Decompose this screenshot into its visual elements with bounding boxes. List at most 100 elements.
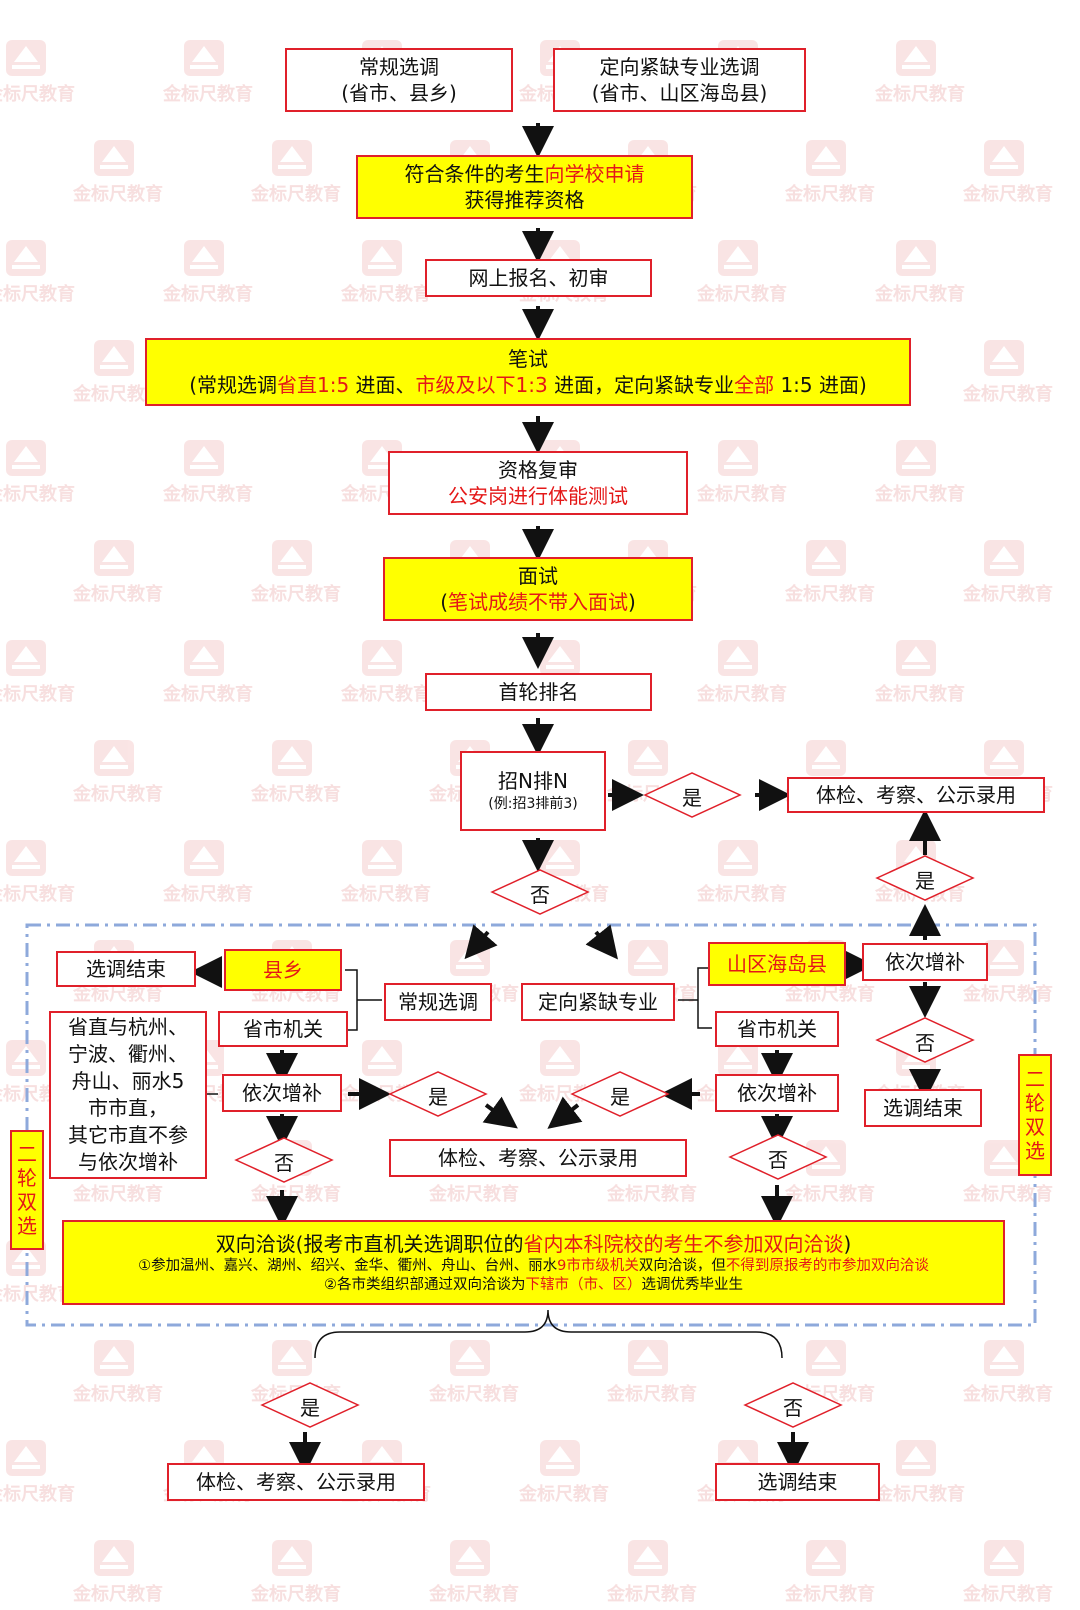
hire-box-bottom: 体检、考察、公示录用 xyxy=(167,1463,425,1501)
second-round-label-right: 二轮双选 xyxy=(1018,1054,1052,1176)
regular-selection-title: 常规选调 xyxy=(359,55,439,79)
interview-paren-open: ( xyxy=(440,590,448,614)
prov-city-box-left: 省市机关 xyxy=(218,1011,348,1047)
no-label-mid-right: 否 xyxy=(768,1148,788,1172)
prov-city-label-left: 省市机关 xyxy=(243,1017,323,1041)
online-registration-label: 网上报名、初审 xyxy=(468,266,609,290)
note-line-6: 与依次增补 xyxy=(78,1150,178,1174)
first-ranking-label: 首轮排名 xyxy=(498,680,579,704)
mountain-island-box: 山区海岛县 xyxy=(708,942,846,986)
yes-label-mid-left: 是 xyxy=(428,1085,448,1109)
interview-box: 面试 (笔试成绩不带入面试) xyxy=(383,557,693,621)
end-box-left: 选调结束 xyxy=(56,951,196,987)
written-text-5: 进面) xyxy=(812,373,867,397)
written-exam-title: 笔试 xyxy=(508,347,548,371)
end-box-bottom: 选调结束 xyxy=(715,1463,880,1501)
yes-label-bottom: 是 xyxy=(300,1396,320,1420)
review-fitness-test: 公安岗进行体能测试 xyxy=(448,484,628,508)
supplement-label-right-top: 依次增补 xyxy=(885,950,965,974)
written-red-2: 市级及以下1:3 xyxy=(415,373,548,397)
supplement-box-right-top: 依次增补 xyxy=(862,943,988,981)
note-line-1: 省直与杭州、 xyxy=(68,1015,188,1039)
prov-city-label-right: 省市机关 xyxy=(737,1017,817,1041)
qualification-review-box: 资格复审 公安岗进行体能测试 xyxy=(388,451,688,515)
written-exam-box: 笔试 (常规选调省直1:5 进面、市级及以下1:3 进面，定向紧缺专业全部 1:… xyxy=(145,338,911,406)
no-label-bottom: 否 xyxy=(783,1396,803,1420)
negotiation-exclusion: 省内本科院校的考生不参加双向洽谈 xyxy=(523,1231,844,1256)
note-box: 省直与杭州、 宁波、衢州、 舟山、丽水5 市市直， 其它市直不参 与依次增补 xyxy=(49,1011,207,1179)
recruit-rank-title: 招N排N xyxy=(498,769,568,793)
hire-box-top: 体检、考察、公示录用 xyxy=(787,777,1045,813)
negotiation-rule-1: ①参加温州、嘉兴、湖州、绍兴、金华、衢州、舟山、台州、丽水 xyxy=(138,1257,558,1274)
note-line-5: 其它市直不参 xyxy=(68,1123,188,1147)
supplement-box-right: 依次增补 xyxy=(715,1074,839,1112)
second-round-region xyxy=(25,923,1037,1327)
review-title: 资格复审 xyxy=(498,458,578,482)
apply-highlight: 向学校申请 xyxy=(544,162,645,186)
recruit-rank-example: (例:招3排前3) xyxy=(488,796,578,812)
main-arrows xyxy=(190,123,941,1474)
hire-label-bottom: 体检、考察、公示录用 xyxy=(196,1470,396,1494)
negotiation-rule-2b: 选调优秀毕业生 xyxy=(641,1276,744,1293)
note-line-4: 市市直， xyxy=(88,1096,168,1120)
targeted-selection-scope: (省市、山区海岛县) xyxy=(591,81,768,105)
negotiation-rule-1-red: 9市市级机关 xyxy=(557,1257,639,1274)
no-label-right: 否 xyxy=(915,1031,935,1055)
targeted-selection-box: 定向紧缺专业选调 (省市、山区海岛县) xyxy=(553,48,806,112)
negotiation-title: 双向洽谈(报考市直机关选调职位的 xyxy=(215,1231,524,1256)
interview-note: 笔试成绩不带入面试 xyxy=(448,590,628,614)
supplement-label-left: 依次增补 xyxy=(242,1081,322,1105)
negotiation-rule-1-red-2: 不得到原报考的市参加双向洽谈 xyxy=(725,1257,929,1274)
yes-label-mid-right: 是 xyxy=(610,1085,630,1109)
online-registration-box: 网上报名、初审 xyxy=(425,259,652,297)
second-round-text-right: 二轮双选 xyxy=(1025,1067,1045,1163)
note-line-3: 舟山、丽水5 xyxy=(71,1069,185,1093)
recruit-rank-box: 招N排N (例:招3排前3) xyxy=(460,751,606,831)
end-label-left: 选调结束 xyxy=(86,957,166,981)
targeted-short-box: 定向紧缺专业 xyxy=(521,983,675,1021)
supplement-box-left: 依次增补 xyxy=(222,1074,342,1112)
written-red-3: 全部 xyxy=(734,373,775,397)
negotiation-rule-2: ②各市类组织部通过双向洽谈为 xyxy=(324,1276,526,1293)
regular-selection-scope: (省市、县乡) xyxy=(341,81,457,105)
no-label-left: 否 xyxy=(274,1151,294,1175)
negotiation-paren-close: ) xyxy=(843,1231,852,1256)
end-label-right: 选调结束 xyxy=(883,1096,963,1120)
negotiation-rule-2-red: 下辖市（市、区） xyxy=(525,1276,642,1293)
second-round-text-left: 二轮双选 xyxy=(17,1142,37,1238)
end-label-bottom: 选调结束 xyxy=(757,1470,838,1494)
second-round-label-left: 二轮双选 xyxy=(10,1130,44,1250)
apply-text: 符合条件的考生 xyxy=(404,162,545,186)
no-label-1: 否 xyxy=(530,883,550,907)
written-text-1: (常规选调 xyxy=(189,373,277,397)
mountain-island-label: 山区海岛县 xyxy=(727,952,827,976)
hire-label-top: 体检、考察、公示录用 xyxy=(816,783,1016,807)
yes-label-1: 是 xyxy=(682,786,702,810)
written-text-4: 1:5 xyxy=(774,373,813,397)
school-application-box: 符合条件的考生向学校申请 获得推荐资格 xyxy=(356,155,693,219)
note-line-2: 宁波、衢州、 xyxy=(68,1042,188,1066)
negotiation-rule-1b: 双向洽谈，但 xyxy=(638,1257,726,1274)
prov-city-box-right: 省市机关 xyxy=(715,1011,839,1047)
interview-paren-close: ) xyxy=(628,590,636,614)
county-box: 县乡 xyxy=(224,949,342,991)
regular-short-box: 常规选调 xyxy=(384,983,492,1021)
written-red-1: 省直1:5 xyxy=(277,373,350,397)
written-text-2: 进面、 xyxy=(349,373,416,397)
decision-diamonds xyxy=(234,772,975,1428)
county-label: 县乡 xyxy=(263,958,303,982)
end-box-right: 选调结束 xyxy=(864,1089,982,1127)
hire-box-middle: 体检、考察、公示录用 xyxy=(389,1139,687,1177)
regular-selection-box: 常规选调 (省市、县乡) xyxy=(285,48,513,112)
regular-short-label: 常规选调 xyxy=(398,990,478,1014)
bracket-lines xyxy=(207,967,783,1359)
yes-label-right: 是 xyxy=(915,869,935,893)
supplement-label-right: 依次增补 xyxy=(737,1081,817,1105)
apply-qualification: 获得推荐资格 xyxy=(464,188,585,212)
targeted-short-label: 定向紧缺专业 xyxy=(538,990,658,1014)
written-text-3: 进面，定向紧缺专业 xyxy=(547,373,735,397)
first-ranking-box: 首轮排名 xyxy=(425,673,652,711)
hire-label-middle: 体检、考察、公示录用 xyxy=(438,1146,638,1170)
